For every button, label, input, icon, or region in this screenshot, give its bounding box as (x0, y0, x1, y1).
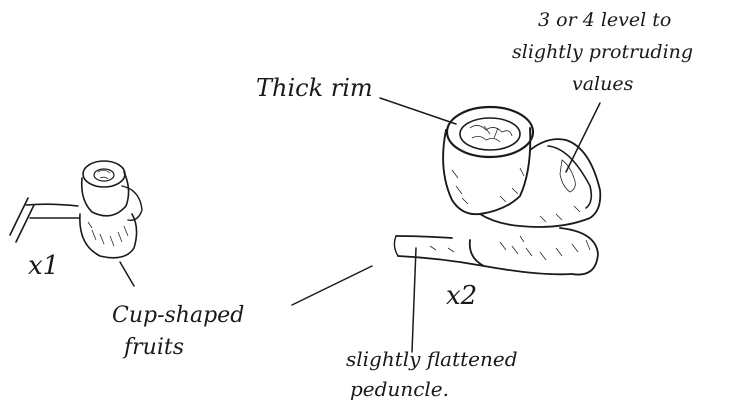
thick-rim-leader (380, 98, 456, 124)
large-stippling (430, 168, 590, 260)
peduncle-leader (412, 248, 416, 352)
small-cup-inner-detail (98, 170, 110, 179)
peduncle-bottom-edge (398, 256, 572, 274)
large-cup-inner-detail (470, 125, 512, 142)
label-valves-line3: values (572, 73, 634, 95)
second-cup-outline (480, 139, 600, 227)
label-cup-line2: fruits (122, 335, 184, 360)
small-cup-opening (94, 169, 114, 181)
label-peduncle-line1: slightly flattened (346, 347, 518, 371)
protruding-valves (560, 160, 575, 192)
cup-leader-small (120, 262, 134, 286)
label-scale-x2: x2 (446, 281, 477, 311)
peduncle-end (394, 236, 398, 256)
small-cup-rim (83, 161, 125, 187)
label-cup-line1: Cup-shaped (112, 303, 244, 328)
small-upper-cup (82, 172, 129, 216)
peduncle-top-edge (396, 236, 452, 238)
cup-leader-large (292, 266, 372, 305)
label-valves-line2: slightly protruding (512, 41, 693, 63)
large-fruit-drawing (394, 107, 600, 275)
label-scale-x1: x1 (28, 251, 59, 281)
label-thick-rim: Thick rim (256, 74, 373, 102)
small-fruit-drawing (10, 161, 142, 258)
label-peduncle-line2: peduncle. (350, 377, 449, 401)
small-stippling (88, 222, 128, 246)
label-valves-line1: 3 or 4 level to (538, 9, 671, 31)
valves-leader (566, 103, 600, 172)
